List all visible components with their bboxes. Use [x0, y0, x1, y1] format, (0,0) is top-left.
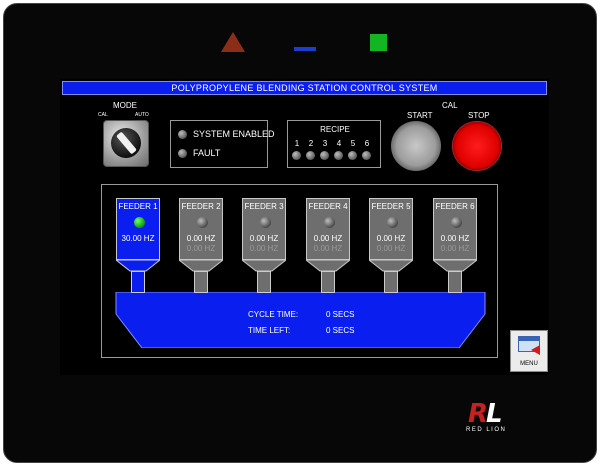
red-lion-logo: RL RED LION: [466, 399, 531, 439]
feeder-status-led: [451, 217, 462, 228]
menu-button[interactable]: MENU: [510, 330, 548, 372]
time-left-value: 0 SECS: [326, 326, 355, 335]
feeder-4-chute: [321, 271, 335, 293]
hmi-screen: POLYPROPYLENE BLENDING STATION CONTROL S…: [60, 79, 549, 375]
system-enabled-led: [178, 130, 187, 139]
feeder-hz-secondary: 0.00 HZ: [376, 244, 406, 253]
recipe-panel: RECIPE 1 2 3 4 5 6: [287, 120, 381, 168]
feeder-5-chute: [384, 271, 398, 293]
feeder-hz-secondary: 0.00 HZ: [249, 244, 279, 253]
mode-selector-knob[interactable]: [103, 120, 149, 167]
feeder-hz-value: 30.00 HZ: [121, 234, 155, 243]
feeder-3-chute: [257, 271, 271, 293]
recipe-led-4[interactable]: [334, 151, 343, 160]
feeder-hz-value: 0.00 HZ: [313, 234, 343, 243]
feeder-panel: CYCLE TIME: 0 SECS TIME LEFT: 0 SECS FEE…: [101, 184, 498, 358]
cal-controls-label: CAL: [442, 101, 458, 110]
blender-hopper: [115, 292, 486, 348]
feeder-status-led: [324, 217, 335, 228]
feeder-status-led: [260, 217, 271, 228]
recipe-led-1[interactable]: [292, 151, 301, 160]
system-enabled-label: SYSTEM ENABLED: [193, 129, 275, 139]
cycle-time-label: CYCLE TIME:: [248, 310, 299, 319]
knob-face: [111, 128, 141, 158]
feeder-status-led: [134, 217, 145, 228]
menu-arrow-icon: [531, 345, 540, 355]
feeder-6-funnel: [433, 260, 477, 272]
recipe-number: 6: [364, 139, 370, 148]
recipe-led-3[interactable]: [320, 151, 329, 160]
menu-label: MENU: [520, 361, 538, 367]
power-square-indicator: [370, 34, 387, 51]
feeder-6-chute: [448, 271, 462, 293]
feeder-1[interactable]: FEEDER 1 30.00 HZ: [116, 198, 160, 260]
feeder-3-funnel: [242, 260, 286, 272]
fault-label: FAULT: [193, 148, 221, 158]
stop-button[interactable]: [452, 121, 502, 171]
feeder-hz-value: 0.00 HZ: [440, 234, 470, 243]
time-left-label: TIME LEFT:: [248, 326, 291, 335]
mode-cal-label: CAL: [98, 112, 108, 118]
knob-pointer: [116, 131, 137, 155]
recipe-label: RECIPE: [320, 125, 350, 134]
feeder-hz-secondary: 0.00 HZ: [440, 244, 470, 253]
start-label: START: [407, 111, 433, 120]
fault-triangle-indicator: [221, 32, 245, 52]
recipe-number: 2: [308, 139, 314, 148]
feeder-status-led: [387, 217, 398, 228]
hmi-bezel: POLYPROPYLENE BLENDING STATION CONTROL S…: [3, 3, 597, 463]
feeder-6[interactable]: FEEDER 6 0.00 HZ 0.00 HZ: [433, 198, 477, 260]
recipe-led-5[interactable]: [348, 151, 357, 160]
recipe-led-2[interactable]: [306, 151, 315, 160]
recipe-number: 4: [336, 139, 342, 148]
feeder-status-led: [197, 217, 208, 228]
feeder-name: FEEDER 1: [118, 202, 158, 211]
feeder-hz-value: 0.00 HZ: [249, 234, 279, 243]
feeder-2[interactable]: FEEDER 2 0.00 HZ 0.00 HZ: [179, 198, 223, 260]
stop-label: STOP: [468, 111, 490, 120]
recipe-led-6[interactable]: [362, 151, 371, 160]
comm-dash-indicator: [294, 47, 316, 51]
fault-led: [178, 149, 187, 158]
screen-title: POLYPROPYLENE BLENDING STATION CONTROL S…: [62, 81, 547, 95]
feeder-name: FEEDER 3: [244, 202, 284, 211]
feeder-3[interactable]: FEEDER 3 0.00 HZ 0.00 HZ: [242, 198, 286, 260]
mode-auto-label: AUTO: [135, 112, 149, 118]
recipe-number: 3: [322, 139, 328, 148]
feeder-hz-value: 0.00 HZ: [376, 234, 406, 243]
start-button[interactable]: [391, 121, 441, 171]
feeder-5-funnel: [369, 260, 413, 272]
feeder-hz-value: 0.00 HZ: [186, 234, 216, 243]
feeder-name: FEEDER 4: [308, 202, 348, 211]
feeder-name: FEEDER 2: [181, 202, 221, 211]
recipe-number: 1: [294, 139, 300, 148]
feeder-4-funnel: [306, 260, 350, 272]
recipe-number: 5: [350, 139, 356, 148]
feeder-name: FEEDER 5: [371, 202, 411, 211]
feeder-1-funnel: [116, 260, 160, 272]
status-panel: SYSTEM ENABLED FAULT: [170, 120, 275, 168]
cycle-time-value: 0 SECS: [326, 310, 355, 319]
mode-label: MODE: [113, 101, 137, 110]
feeder-hz-secondary: 0.00 HZ: [313, 244, 343, 253]
feeder-4[interactable]: FEEDER 4 0.00 HZ 0.00 HZ: [306, 198, 350, 260]
logo-mark: RL: [468, 399, 503, 429]
feeder-1-chute: [131, 271, 145, 293]
feeder-name: FEEDER 6: [435, 202, 475, 211]
logo-text: RED LION: [466, 427, 507, 433]
feeder-5[interactable]: FEEDER 5 0.00 HZ 0.00 HZ: [369, 198, 413, 260]
feeder-hz-secondary: 0.00 HZ: [186, 244, 216, 253]
feeder-2-chute: [194, 271, 208, 293]
feeder-2-funnel: [179, 260, 223, 272]
